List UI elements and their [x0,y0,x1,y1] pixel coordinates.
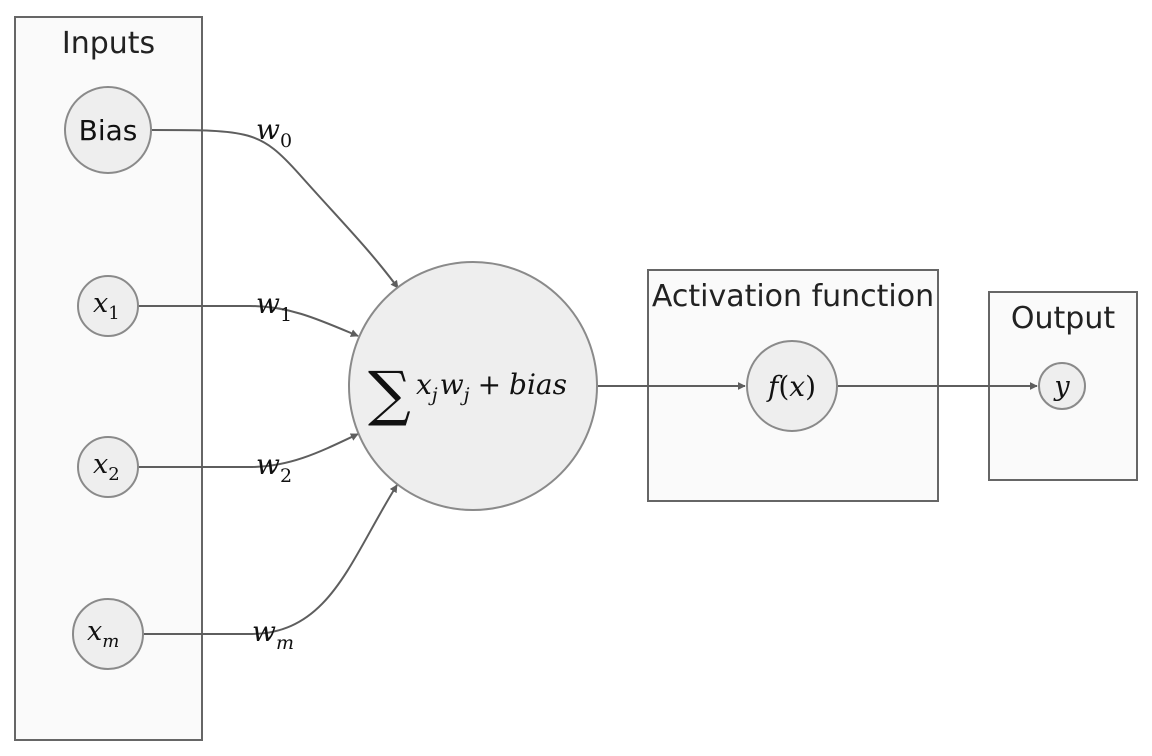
input-node-x2: x2 [77,436,139,498]
input-node-x1: x1 [77,275,139,337]
summation-node: ∑ xjwj+bias [348,261,598,511]
sigma-symbol: ∑ [368,359,411,429]
output-node: y [1038,362,1086,410]
edge-x2-to-sum [138,433,359,468]
input-node-x2-label: x2 [93,449,120,485]
input-node-x1-label: x1 [93,288,120,324]
bias-node: Bias [64,86,152,174]
output-node-label: y [1053,371,1070,402]
activation-node-label: f(x) [766,370,816,403]
edge-bias-to-sum [151,129,399,289]
edge-x1-to-sum [138,305,359,337]
weight-label-w0: w0 [256,113,292,152]
activation-cluster-title: Activation function [652,279,934,314]
edge-xm-to-sum [144,484,398,635]
weight-label-w1: w1 [256,287,292,326]
bias-node-label: Bias [79,114,138,147]
activation-node: f(x) [746,340,838,432]
input-node-xm-label: xm [87,616,119,652]
weight-label-w2: w2 [256,448,292,487]
input-node-xm: xm [72,598,144,670]
inputs-cluster-title: Inputs [62,26,155,61]
summation-expression: xjwj+bias [416,368,567,406]
output-cluster-title: Output [1011,301,1115,336]
weight-label-wm: wm [252,615,294,654]
